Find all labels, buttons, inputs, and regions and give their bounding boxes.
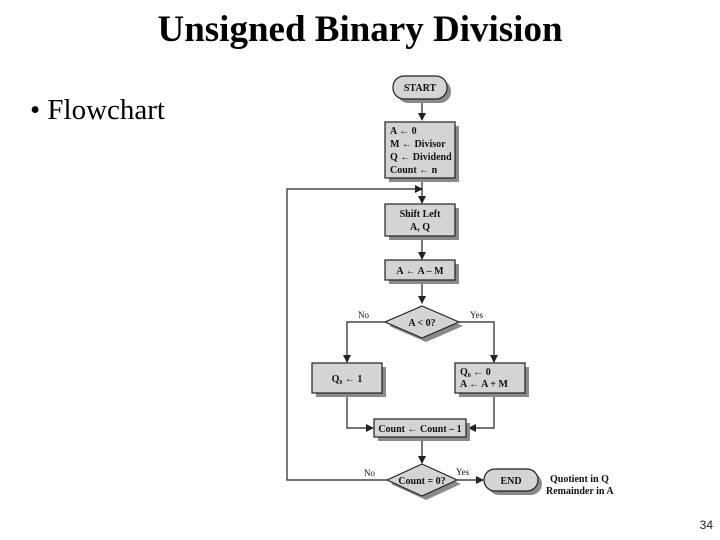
decision1-no: No <box>358 310 369 320</box>
restore-box: Q₀ ← 0 A ← A + M <box>454 362 529 397</box>
set-zero-line-1: Q₀ ← 0 <box>460 367 491 378</box>
init-line-4: Count ← n <box>390 165 438 176</box>
page-number: 34 <box>699 518 713 532</box>
init-line-3: Q ← Dividend <box>390 152 452 163</box>
init-line-2: M ← Divisor <box>390 139 446 150</box>
set-q0-one-box: Q₀ ← 1 <box>311 362 386 397</box>
set-one-label: Q₀ ← 1 <box>332 374 363 385</box>
subtract-box: A ← A – M <box>384 259 459 284</box>
decision2-yes: Yes <box>456 467 470 477</box>
decision2-label: Count = 0? <box>398 476 445 487</box>
result-note: Quotient in Q Remainder in A <box>546 474 614 497</box>
init-line-1: A ← 0 <box>390 126 417 137</box>
shift-line-2: A, Q <box>410 222 430 233</box>
bullet-item: • Flowchart <box>30 94 165 126</box>
start-terminal: START <box>392 75 451 103</box>
init-box: A ← 0 M ← Divisor Q ← Dividend Count ← n <box>384 121 459 182</box>
decision2-no: No <box>364 468 375 478</box>
decrement-box: Count ← Count – 1 <box>373 418 470 441</box>
end-label: END <box>500 476 521 487</box>
decision-count-zero: Count = 0? No Yes <box>364 463 470 500</box>
shift-box: Shift Left A, Q <box>384 203 459 240</box>
shift-line-1: Shift Left <box>400 209 442 220</box>
decrement-label: Count ← Count – 1 <box>378 424 461 435</box>
connectors <box>286 100 498 484</box>
result-line-1: Quotient in Q <box>550 474 609 485</box>
decision-a-negative: A < 0? No Yes <box>358 305 484 342</box>
bullet-text: Flowchart <box>47 94 165 126</box>
decision1-yes: Yes <box>470 310 484 320</box>
subtract-label: A ← A – M <box>396 266 444 277</box>
slide-title: Unsigned Binary Division <box>157 9 563 50</box>
set-zero-line-2: A ← A + M <box>460 379 508 390</box>
result-line-2: Remainder in A <box>546 486 614 497</box>
end-terminal: END <box>483 468 542 495</box>
start-label: START <box>404 83 437 94</box>
decision1-label: A < 0? <box>408 318 435 329</box>
